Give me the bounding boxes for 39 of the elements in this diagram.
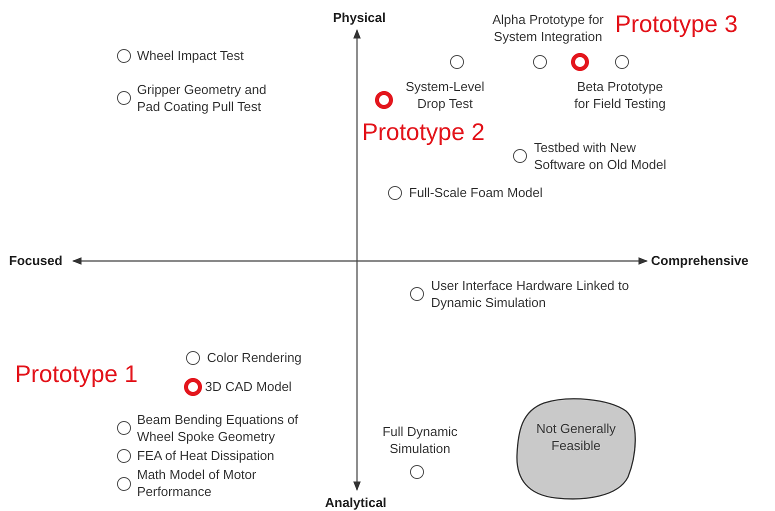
marker-circle (117, 91, 131, 105)
marker-circle (117, 421, 131, 435)
item-label: Full Dynamic Simulation (381, 423, 459, 457)
item-label: Beam Bending Equations of Wheel Spoke Geometry (137, 411, 300, 445)
highlighted-marker-circle (375, 91, 393, 109)
item-label: Math Model of Motor Performance (137, 466, 258, 500)
item-label: Color Rendering (207, 349, 303, 366)
item-label: Gripper Geometry and Pad Coating Pull Test (137, 81, 268, 115)
marker-circle (117, 477, 131, 491)
prototype-label: Prototype 1 (15, 360, 139, 390)
highlighted-marker-circle (571, 53, 589, 71)
axis-label: Comprehensive (651, 253, 749, 268)
prototype-label: Prototype 2 (362, 118, 486, 148)
marker-circle (410, 287, 424, 301)
marker-circle (533, 55, 547, 69)
marker-circle (117, 49, 131, 63)
item-label: FEA of Heat Dissipation (137, 447, 276, 464)
marker-circle (388, 186, 402, 200)
prototype-label: Prototype 3 (615, 10, 738, 40)
item-label: Beta Prototype for Field Testing (573, 78, 667, 112)
item-label: Full-Scale Foam Model (409, 184, 544, 201)
marker-circle (117, 449, 131, 463)
marker-circle (410, 465, 424, 479)
item-label: System-Level Drop Test (404, 78, 486, 112)
item-label: 3D CAD Model (205, 378, 293, 395)
marker-circle (513, 149, 527, 163)
marker-circle (615, 55, 629, 69)
axis-label: Analytical (325, 495, 386, 510)
item-label: Testbed with New Software on Old Model (534, 139, 668, 173)
item-label: Wheel Impact Test (137, 47, 245, 64)
axis-label: Focused (9, 253, 62, 268)
item-label: Alpha Prototype for System Integration (491, 11, 605, 45)
marker-circle (186, 351, 200, 365)
feasibility-region (514, 397, 638, 501)
region-label: Not Generally Feasible (535, 420, 617, 454)
marker-circle (450, 55, 464, 69)
highlighted-marker-circle (184, 378, 202, 396)
axis-label: Physical (333, 10, 386, 25)
item-label: User Interface Hardware Linked to Dynamic Simulation (431, 277, 630, 311)
